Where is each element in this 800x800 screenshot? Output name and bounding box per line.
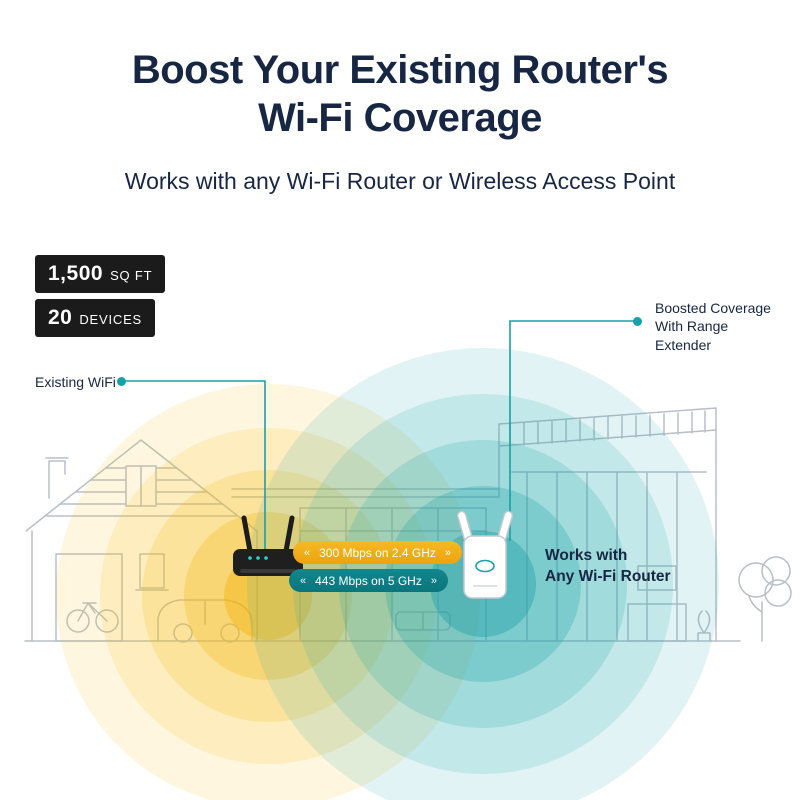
sqft-badge: 1,500 SQ FT xyxy=(35,255,166,293)
devices-unit: DEVICES xyxy=(79,312,143,327)
boosted-coverage-connector-line xyxy=(509,320,637,541)
speed-5ghz-text: 443 Mbps on 5 GHz xyxy=(315,573,422,588)
title-line2: Wi-Fi Coverage xyxy=(258,96,542,140)
works-with-label: Works with Any Wi-Fi Router xyxy=(545,546,671,588)
right-arrows-icon: » xyxy=(444,546,451,559)
speed-2-4ghz-text: 300 Mbps on 2.4 GHz xyxy=(319,545,436,560)
works-with-line1: Works with xyxy=(545,547,628,564)
boosted-coverage-dot xyxy=(633,317,642,326)
works-with-line2: Any Wi-Fi Router xyxy=(545,567,671,585)
boosted-coverage-label: Boosted Coverage With Range Extender xyxy=(655,300,771,353)
devices-badge: 20 DEVICES xyxy=(35,299,156,337)
speed-badge-5ghz: « 443 Mbps on 5 GHz » xyxy=(289,569,448,592)
title-line1: Boost Your Existing Router's xyxy=(131,48,669,92)
devices-value: 20 xyxy=(48,306,73,329)
right-arrows-icon: » xyxy=(430,574,437,587)
existing-wifi-label: Existing WiFi xyxy=(35,374,116,390)
left-arrows-icon: « xyxy=(300,574,307,587)
page-title: Boost Your Existing Router's Wi-Fi Cover… xyxy=(0,46,800,142)
speed-badge-2-4ghz: « 300 Mbps on 2.4 GHz » xyxy=(293,541,462,564)
existing-wifi-connector-line xyxy=(121,380,266,553)
router-illustration xyxy=(233,515,303,576)
existing-wifi-coverage-circles xyxy=(56,384,480,800)
sqft-value: 1,500 xyxy=(48,262,104,285)
extender-logo xyxy=(475,559,495,573)
house-illustration xyxy=(24,407,741,643)
page-subtitle: Works with any Wi-Fi Router or Wireless … xyxy=(124,168,676,194)
tree-illustration xyxy=(738,556,792,642)
left-arrows-icon: « xyxy=(304,546,311,559)
sqft-unit: SQ FT xyxy=(110,268,153,283)
existing-wifi-dot xyxy=(117,377,126,386)
range-extender-illustration xyxy=(456,510,514,599)
